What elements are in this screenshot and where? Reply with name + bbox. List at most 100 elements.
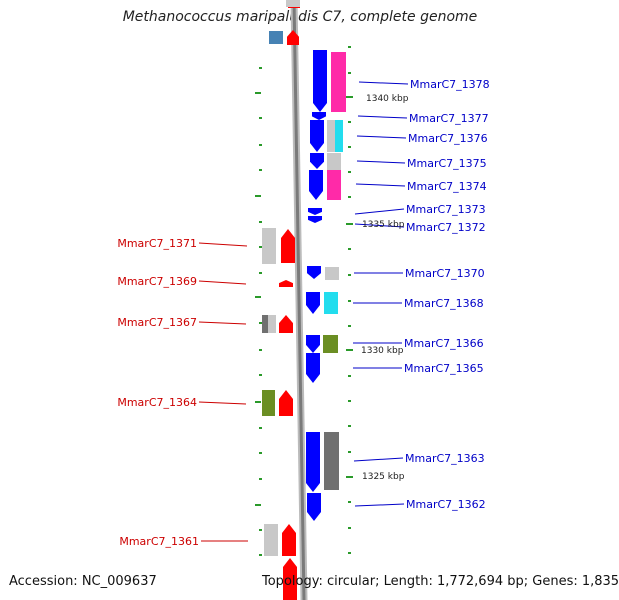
- gene-label-right: MmarC7_1362: [406, 498, 486, 511]
- tick-mark: [346, 349, 353, 351]
- cog-box: [331, 52, 346, 112]
- gene-arrow-forward: [306, 353, 320, 383]
- tick-mark: [348, 171, 351, 173]
- tick-mark: [259, 452, 262, 454]
- scale-labels: 1340 kbp 1335 kbp 1330 kbp 1325 kbp: [361, 94, 409, 482]
- tick-mark: [255, 92, 261, 94]
- cog-box: [286, 0, 300, 7]
- gene-label-right: MmarC7_1365: [404, 362, 484, 375]
- gene-arrow-forward: [308, 208, 322, 215]
- gene-arrow-forward: [306, 432, 320, 492]
- gene-arrow-forward: [313, 50, 327, 112]
- tick-mark: [255, 401, 261, 403]
- scale-label: 1335 kbp: [362, 220, 405, 230]
- tick-mark: [259, 554, 262, 556]
- tick-mark: [259, 374, 262, 376]
- label-connector: [356, 135, 407, 139]
- scale-label: 1340 kbp: [366, 94, 409, 104]
- accession-label: Accession: NC_009637: [9, 574, 157, 589]
- cog-box: [327, 153, 341, 170]
- gene-arrow-reverse: [279, 280, 293, 287]
- tick-mark: [259, 427, 262, 429]
- tick-mark: [255, 296, 261, 298]
- tick-mark: [348, 46, 351, 48]
- gene-arrow-reverse: [287, 30, 299, 45]
- label-connector: [358, 81, 409, 85]
- tick-mark: [259, 272, 262, 274]
- map-title: Methanococcus maripaludis C7, complete g…: [122, 9, 478, 25]
- tick-mark: [346, 96, 353, 98]
- gene-label-right: MmarC7_1370: [405, 267, 485, 280]
- tick-mark: [259, 322, 262, 324]
- tick-mark: [346, 223, 353, 225]
- cog-box: [268, 315, 276, 333]
- label-connector: [354, 208, 405, 215]
- tick-mark: [259, 169, 262, 171]
- cog-box: [327, 120, 335, 152]
- gene-arrow-forward: [312, 112, 326, 120]
- cog-box: [327, 170, 341, 200]
- tick-mark: [348, 248, 351, 250]
- tick-mark: [255, 504, 261, 506]
- gene-labels: MmarC7_1378MmarC7_1377MmarC7_1376MmarC7_…: [117, 78, 489, 548]
- gene-label-right: MmarC7_1378: [410, 78, 490, 91]
- label-connector: [356, 160, 406, 164]
- gene-arrow-forward: [309, 170, 323, 200]
- label-connector: [355, 183, 406, 187]
- tick-mark: [348, 451, 351, 453]
- gene-label-left: MmarC7_1371: [117, 237, 197, 250]
- label-connectors: [198, 81, 409, 542]
- cog-box: [269, 31, 283, 44]
- tick-mark: [259, 144, 262, 146]
- tick-mark: [346, 476, 353, 478]
- gene-arrow-forward: [306, 335, 320, 353]
- cog-box: [262, 390, 275, 416]
- cog-box: [324, 432, 339, 490]
- gene-arrow-forward: [308, 216, 322, 223]
- tick-mark: [348, 375, 351, 377]
- gene-label-left: MmarC7_1367: [117, 316, 197, 329]
- gene-arrow-forward: [310, 120, 324, 152]
- tick-mark: [259, 117, 262, 119]
- gene-label-right: MmarC7_1377: [409, 112, 489, 125]
- tick-mark: [348, 400, 351, 402]
- tick-mark: [259, 478, 262, 480]
- label-connector: [354, 223, 405, 228]
- gene-label-right: MmarC7_1363: [405, 452, 485, 465]
- scale-ticks: [255, 46, 353, 556]
- cog-box: [323, 335, 338, 353]
- topology-label: Topology: circular; Length: 1,772,694 bp…: [262, 574, 619, 589]
- gene-arrow-forward: [310, 153, 324, 169]
- tick-mark: [348, 552, 351, 554]
- gene-label-right: MmarC7_1372: [406, 221, 486, 234]
- tick-mark: [348, 121, 351, 123]
- tick-mark: [259, 529, 262, 531]
- gene-label-left: MmarC7_1361: [119, 535, 199, 548]
- gene-label-left: MmarC7_1364: [117, 396, 197, 409]
- gene-features: [262, 0, 346, 600]
- tick-mark: [348, 325, 351, 327]
- scale-label: 1325 kbp: [362, 472, 405, 482]
- label-connector: [353, 457, 404, 462]
- label-connector: [198, 401, 247, 405]
- gene-arrow-forward: [307, 493, 321, 521]
- gene-label-left: MmarC7_1369: [117, 275, 197, 288]
- cog-box: [264, 524, 278, 556]
- gene-arrow-reverse: [282, 524, 296, 556]
- label-connector: [198, 321, 247, 325]
- cog-box: [262, 228, 276, 264]
- tick-mark: [348, 300, 351, 302]
- tick-mark: [348, 501, 351, 503]
- label-connector: [354, 503, 405, 507]
- tick-mark: [348, 196, 351, 198]
- gene-label-right: MmarC7_1373: [406, 203, 486, 216]
- tick-mark: [259, 246, 262, 248]
- tick-mark: [348, 274, 351, 276]
- scale-label: 1330 kbp: [361, 346, 404, 356]
- cog-box: [335, 120, 343, 152]
- gene-arrow-forward: [307, 266, 321, 279]
- cog-box: [324, 292, 338, 314]
- cog-box: [262, 315, 268, 333]
- label-connector: [357, 115, 408, 119]
- gene-label-right: MmarC7_1375: [407, 157, 487, 170]
